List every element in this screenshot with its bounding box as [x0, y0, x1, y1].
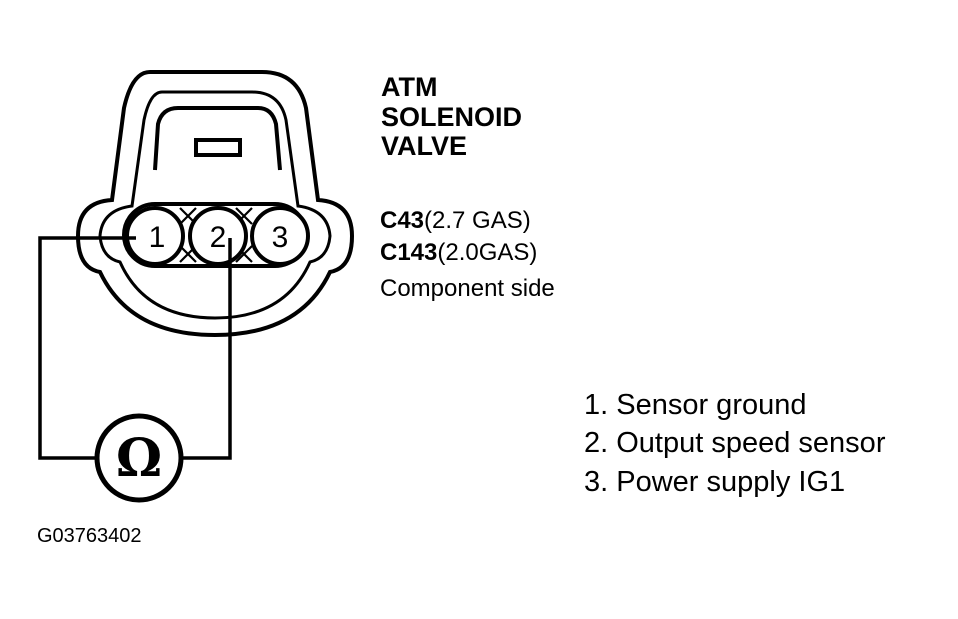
pin-1-label: 1 [149, 221, 166, 254]
locking-tab [153, 106, 282, 171]
connector-code-2: C143 [380, 239, 437, 266]
test-lead-pin-1 [38, 236, 136, 460]
locking-tab-slot [194, 138, 242, 157]
legend-item-2: 2. Output speed sensor [584, 427, 886, 459]
connector-id-1: C43(2.7 GAS) [380, 207, 531, 234]
figure-id: G03763402 [37, 525, 142, 547]
pin-3-terminal [250, 206, 310, 266]
component-title-line-1: ATM [381, 72, 437, 102]
ohmmeter [94, 413, 184, 503]
pin-2-terminal [188, 206, 248, 266]
connector-spec-1: (2.7 GAS) [424, 207, 531, 234]
ohm-symbol: Ω [116, 428, 162, 489]
test-lead-pin-2 [179, 238, 232, 460]
connector-housing-inner [98, 90, 332, 320]
connector-code-1: C43 [380, 207, 424, 234]
pin-2-label: 2 [210, 221, 227, 254]
component-title-line-3: VALVE [381, 131, 467, 161]
pin-1-terminal [125, 206, 185, 266]
connector-spec-2: (2.0GAS) [437, 239, 537, 266]
legend-item-3: 3. Power supply IG1 [584, 466, 845, 498]
connector-housing-outer [75, 70, 355, 338]
connector-id-2: C143(2.0GAS) [380, 239, 537, 266]
component-title-line-2: SOLENOID [381, 102, 522, 132]
connector-side-label: Component side [380, 275, 555, 302]
pin-3-label: 3 [272, 221, 289, 254]
legend-item-1: 1. Sensor ground [584, 389, 806, 421]
